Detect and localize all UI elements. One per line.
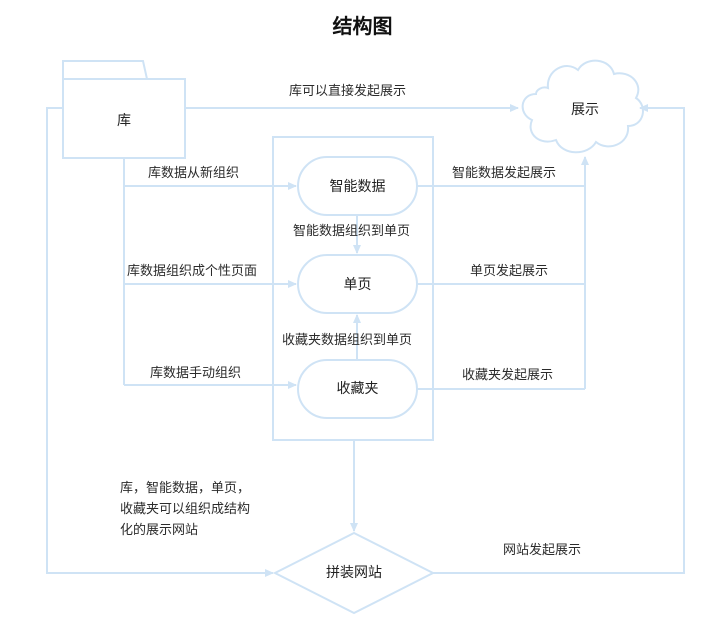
edge-label-page-to-display: 单页发起展示 — [470, 264, 549, 279]
edge-label-lib-to-smart: 库数据从新组织 — [148, 166, 240, 181]
edge-label-fav-to-display: 收藏夹发起展示 — [462, 368, 554, 383]
edge-lib-to-site — [46, 107, 274, 577]
edge-site-to-display — [433, 104, 685, 574]
library-folder-node[interactable] — [62, 60, 186, 159]
note-line-2: 收藏夹可以组织成结构 — [120, 502, 251, 517]
note-line-1: 库，智能数据，单页， — [120, 481, 251, 496]
edge-label-lib-to-fav: 库数据手动组织 — [150, 366, 242, 381]
smart-data-label: 智能数据 — [329, 179, 386, 195]
page-title: 结构图 — [332, 14, 393, 38]
display-cloud-node[interactable] — [521, 59, 644, 154]
assemble-site-node[interactable] — [272, 531, 436, 615]
edge-label-smart-to-page: 智能数据组织到单页 — [293, 224, 411, 239]
edge-label-lib-to-page: 库数据组织成个性页面 — [127, 264, 258, 279]
edge-label-fav-to-page: 收藏夹数据组织到单页 — [282, 333, 413, 348]
library-label: 库 — [117, 113, 131, 129]
favorites-label: 收藏夹 — [336, 381, 379, 397]
edge-label-smart-to-display: 智能数据发起展示 — [452, 166, 557, 181]
display-label: 展示 — [571, 102, 599, 118]
assemble-site-label: 拼装网站 — [326, 565, 382, 581]
edge-label-lib-to-display: 库可以直接发起展示 — [289, 84, 407, 99]
note-line-3: 化的展示网站 — [120, 523, 199, 538]
assembly-note: 库，智能数据，单页， 收藏夹可以组织成结构 化的展示网站 — [120, 478, 250, 541]
single-page-label: 单页 — [343, 277, 372, 293]
edge-label-site-to-display: 网站发起展示 — [503, 543, 582, 558]
